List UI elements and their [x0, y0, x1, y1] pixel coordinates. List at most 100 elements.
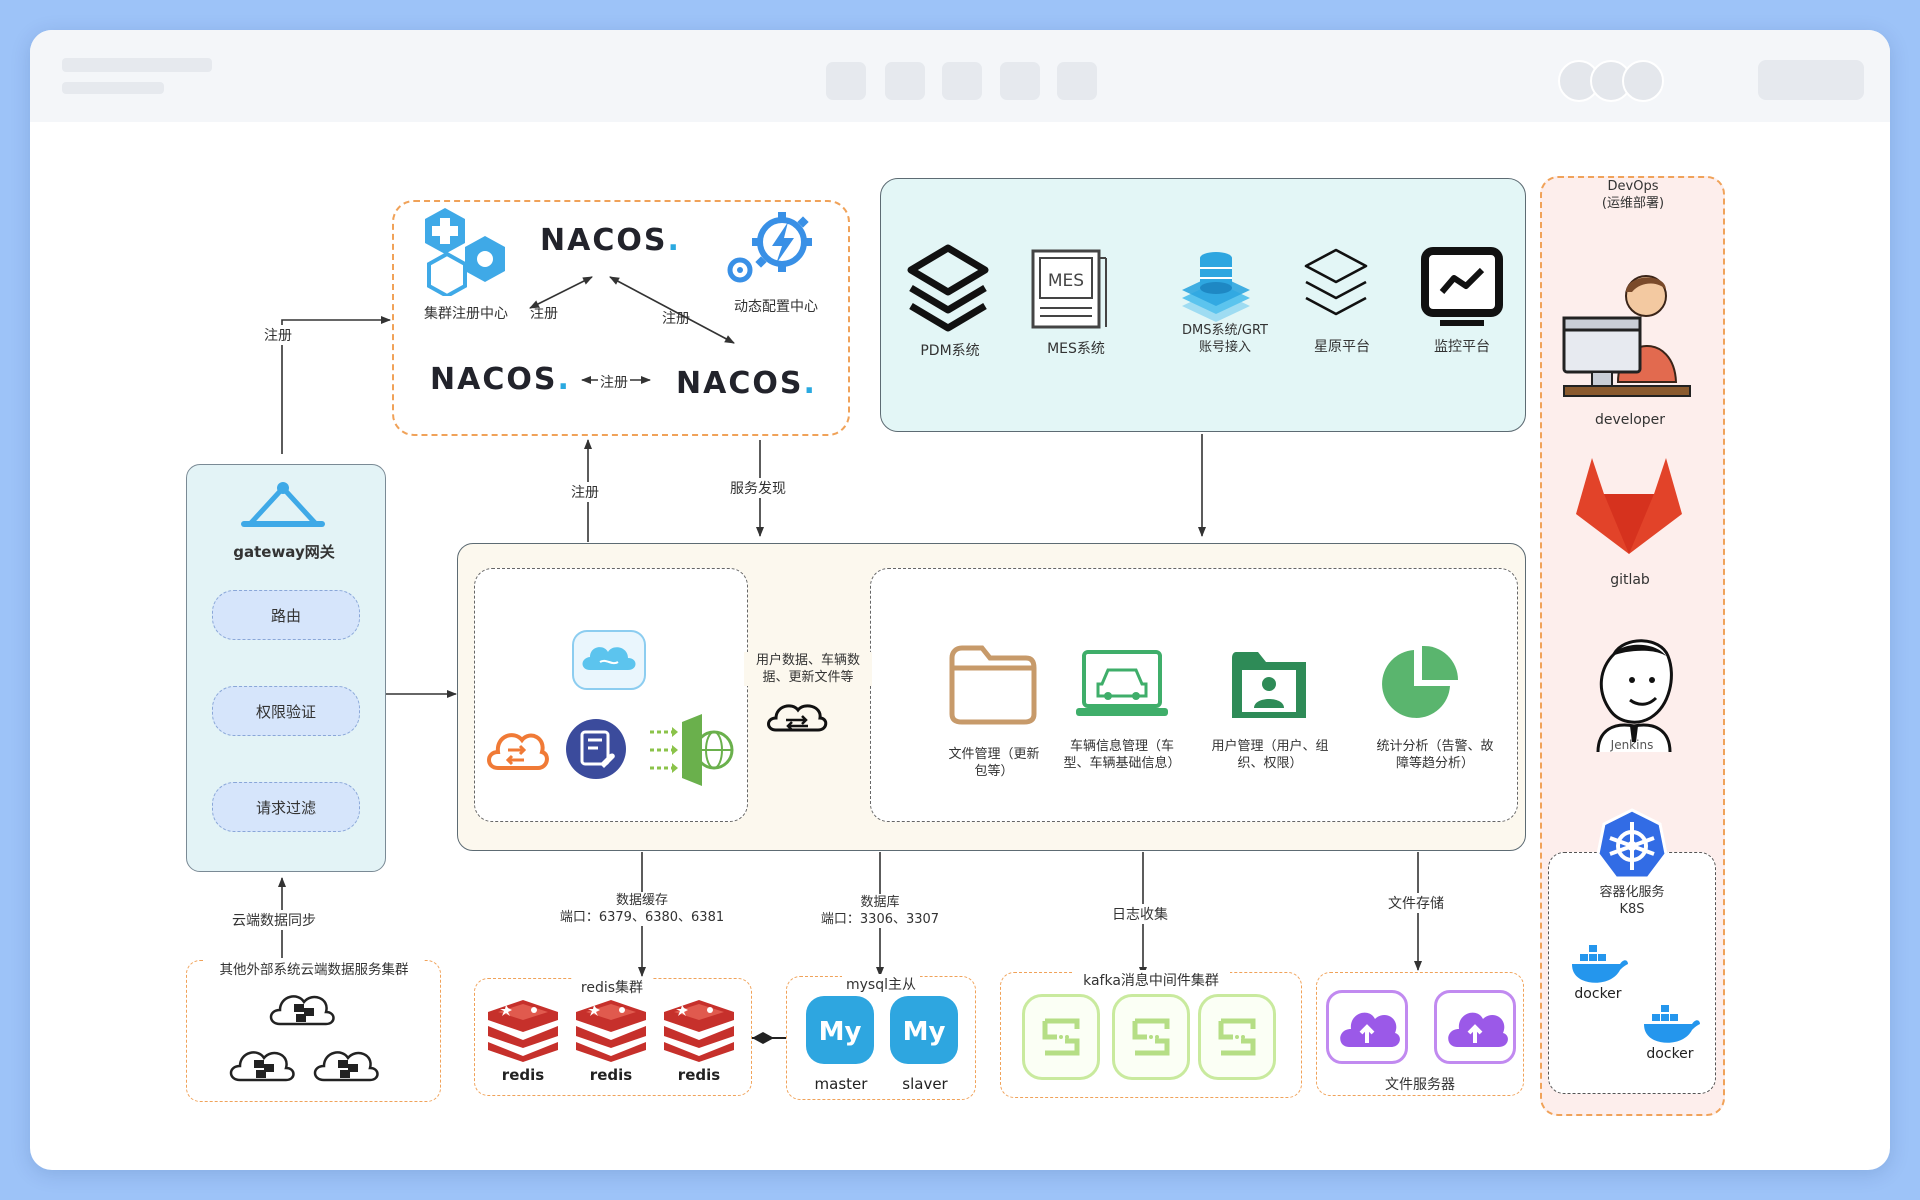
k8s-label-line1: 容器化服务 — [1599, 885, 1665, 900]
redis-icon — [664, 1000, 734, 1062]
gateway-pill-auth[interactable]: 权限验证 — [212, 686, 360, 736]
nacos-logo-top: NACOS. — [540, 223, 681, 258]
file-server-label: 文件服务器 — [1385, 1077, 1455, 1093]
nacos-logo-text: NACOS — [540, 223, 668, 258]
nacos-logo-text: NACOS — [430, 362, 558, 397]
file-server-box — [1316, 972, 1524, 1096]
module-label-vehicle: 车辆信息管理（车 型、车辆基础信息） — [1052, 738, 1192, 772]
gateway-title: gateway网关 — [233, 543, 335, 561]
app-label-mes: MES系统 — [1047, 341, 1105, 357]
kafka-glyph-icon — [1132, 1018, 1170, 1056]
app-label-pdm: PDM系统 — [920, 343, 980, 359]
redis-node-label: redis — [677, 1066, 721, 1084]
app-label-xingyuan: 星原平台 — [1314, 339, 1370, 355]
file-edge-label: 文件存储 — [1388, 893, 1444, 913]
diamond-connector — [752, 1032, 774, 1044]
edge-nacos-left — [529, 276, 593, 309]
module-stats-line2: 障等趋分析） — [1395, 756, 1474, 771]
register-label-right: 注册 — [662, 311, 690, 327]
redis-node-label: redis — [589, 1066, 633, 1084]
monitor-chart-icon — [1421, 247, 1503, 326]
docker-wordmark: docker — [1646, 1046, 1693, 1062]
module-stats-line1: 统计分析（告警、故 — [1376, 739, 1494, 754]
cache-edge-line1: 数据缓存 — [615, 893, 668, 908]
cluster-registry-label: 集群注册中心 — [424, 306, 508, 322]
gateway-pill-filter[interactable]: 请求过滤 — [212, 782, 360, 832]
toolbar-button-4[interactable] — [1000, 62, 1040, 100]
nacos-logo-text: NACOS — [676, 366, 804, 401]
cloud-sync-icon — [572, 630, 646, 690]
title-placeholder — [62, 58, 212, 72]
register-up-label: 注册 — [571, 482, 599, 502]
cloud-cube-icon — [313, 1051, 379, 1082]
devops-title-line2: (运维部署) — [1601, 196, 1665, 211]
register-label-middle: 注册 — [598, 372, 630, 392]
kafka-label: kafka消息中间件集群 — [1072, 970, 1230, 990]
toolbar-button-5[interactable] — [1057, 62, 1097, 100]
cache-edge-line2: 端口：6379、6380、6381 — [559, 910, 725, 925]
sync-services-box — [474, 568, 748, 822]
kafka-glyph-icon — [1042, 1018, 1080, 1056]
app-label-monitor: 监控平台 — [1434, 339, 1490, 355]
toolbar-button-1[interactable] — [826, 62, 866, 100]
dynamic-config-label: 动态配置中心 — [734, 299, 818, 315]
docker-wordmark: docker — [1574, 986, 1621, 1002]
kafka-node-icon — [1022, 994, 1100, 1080]
module-label-stats: 统计分析（告警、故 障等趋分析） — [1360, 738, 1510, 772]
kafka-node-icon — [1198, 994, 1276, 1080]
cloud-cube-icon — [269, 995, 335, 1026]
module-file-line2: 包等） — [974, 764, 1014, 779]
cloud-upload-glyph-icon — [1448, 1012, 1508, 1047]
gear-lightning-icon — [727, 212, 812, 283]
mysql-logo-text: My — [903, 1017, 946, 1047]
gateway-register-label: 注册 — [264, 325, 292, 345]
nacos-cluster-box — [392, 200, 850, 436]
gateway-triangle-icon — [241, 482, 325, 527]
external-cluster-label: 其他外部系统云端数据服务集群 — [204, 958, 424, 978]
share-button[interactable] — [1758, 60, 1864, 100]
app-label-dms-line1: DMS系统/GRT — [1182, 323, 1268, 338]
jenkins-icon — [1596, 639, 1673, 753]
cloud-swap-icon — [767, 704, 828, 732]
hexagon-cluster-icon — [425, 208, 505, 296]
sync-data-line2: 据、更新文件等 — [762, 670, 854, 685]
sync-data-label: 用户数据、车辆数 据、更新文件等 — [744, 652, 872, 686]
cloud-upload-glyph-icon — [1340, 1012, 1400, 1047]
module-vehicle-line1: 车辆信息管理（车 — [1069, 739, 1174, 754]
nacos-logo-left: NACOS. — [430, 362, 571, 397]
cloud-upload-icon — [1326, 990, 1408, 1064]
layers-outline-icon — [1304, 248, 1368, 316]
devops-title-line1: DevOps — [1607, 179, 1659, 194]
edge-nacos-right — [609, 276, 735, 344]
toolbar-button-2[interactable] — [885, 62, 925, 100]
gitlab-label: gitlab — [1610, 572, 1650, 588]
k8s-label-line2: K8S — [1619, 902, 1645, 917]
subtitle-placeholder — [62, 82, 164, 94]
mysql-slave-label: slaver — [902, 1075, 948, 1093]
module-file-line1: 文件管理（更新 — [948, 747, 1040, 762]
gateway-pill-route[interactable]: 路由 — [212, 590, 360, 640]
kafka-node-icon — [1112, 994, 1190, 1080]
module-vehicle-line2: 型、车辆基础信息） — [1063, 756, 1181, 771]
mysql-master-label: master — [814, 1075, 868, 1093]
kafka-glyph-icon — [1218, 1018, 1256, 1056]
cache-edge-label: 数据缓存 端口：6379、6380、6381 — [552, 892, 732, 926]
nacos-logo-right: NACOS. — [676, 366, 817, 401]
cloud-upload-icon — [1434, 990, 1516, 1064]
k8s-label: 容器化服务 K8S — [1574, 884, 1690, 918]
db-edge-label: 数据库 端口：3306、3307 — [808, 894, 952, 928]
db-edge-line2: 端口：3306、3307 — [820, 912, 940, 927]
car-laptop-icon — [1076, 650, 1168, 716]
developer-label: developer — [1594, 412, 1666, 428]
cloud-cube-icon — [229, 1051, 295, 1082]
toolbar-button-3[interactable] — [942, 62, 982, 100]
pie-chart-icon — [1382, 645, 1458, 718]
module-label-file: 文件管理（更新 包等） — [926, 746, 1062, 780]
redis-cluster-label: redis集群 — [572, 977, 652, 997]
cloud-exchange-icon — [487, 733, 549, 770]
avatar[interactable] — [1622, 60, 1664, 102]
edge-gateway-register — [281, 316, 391, 454]
folder-icon — [949, 645, 1037, 725]
gitlab-icon — [1576, 458, 1682, 554]
database-stack-icon — [1182, 252, 1250, 322]
